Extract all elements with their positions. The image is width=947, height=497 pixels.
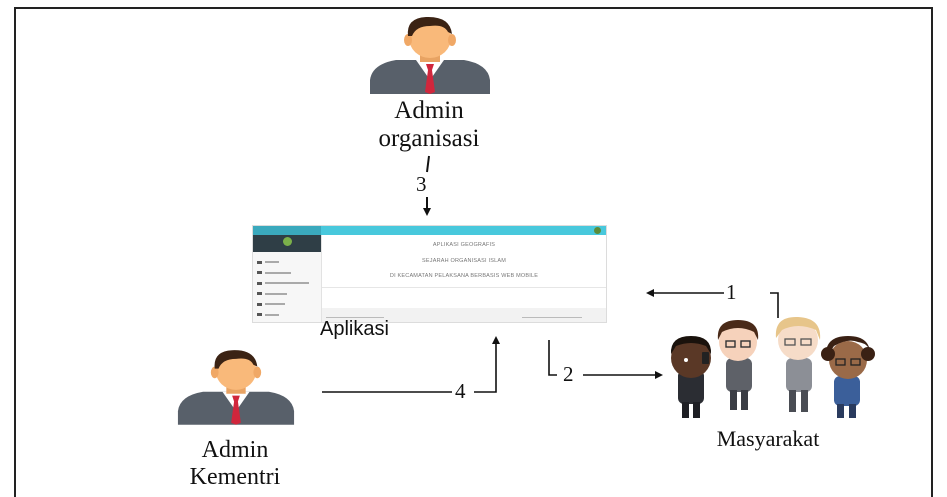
app-profile [253,235,321,252]
person-icon [821,336,875,418]
app-menu [257,257,319,320]
menu-item [257,257,319,268]
app-title-line-2: SEJARAH ORGANISASI ISLAM [422,258,506,264]
masyarakat-label: Masyarakat [716,426,820,451]
menu-item [257,268,319,279]
app-title-line-3: DI KECAMATAN PELAKSANA BERBASIS WEB MOBI… [389,273,539,279]
admin-organisasi-label: Admin organisasi [378,97,480,152]
app-header-bar [253,226,606,235]
menu-item [257,289,319,300]
edge-1-label: 1 [726,280,737,304]
person-icon [670,336,712,418]
app-brand [253,226,321,235]
admin-kementri-avatar-icon [177,350,295,425]
admin-organisasi-avatar-icon [370,16,490,94]
divider [322,287,606,288]
masyarakat-group-icon [670,316,875,418]
aplikasi-screenshot: APLIKASI GEOGRAFIS SEJARAH ORGANISASI IS… [252,225,607,323]
edge-4-arrow [474,336,500,393]
menu-item [257,310,319,321]
app-main: APLIKASI GEOGRAFIS SEJARAH ORGANISASI IS… [322,235,606,322]
edge-2-label: 2 [563,362,574,386]
app-user-icon [594,227,601,234]
person-icon [775,316,821,412]
edge-3-upper [426,155,430,173]
diagram-frame [14,7,933,497]
app-sidebar [253,235,322,322]
edge-2-arrow [548,340,557,376]
person-icon [717,320,759,410]
edge-1-arrow [770,292,779,318]
edge-3-label: 3 [416,172,427,196]
aplikasi-label: Aplikasi [320,318,389,340]
menu-item [257,299,319,310]
menu-item [257,278,319,289]
avatar [283,237,292,246]
app-title-line-1: APLIKASI GEOGRAFIS [432,242,496,248]
admin-kementri-label: Admin Kementri [189,437,281,490]
edge-4-label: 4 [455,379,466,403]
app-footer [322,308,606,322]
